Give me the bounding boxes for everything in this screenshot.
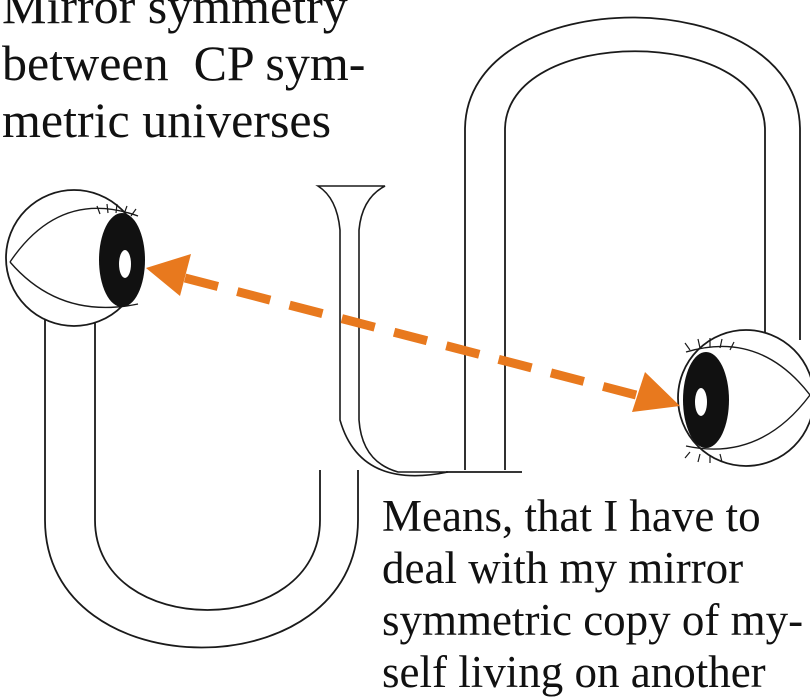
u-tube-inner: [94, 305, 321, 611]
mirror-arrow: [146, 254, 680, 412]
left-eye-icon: [5, 189, 145, 327]
inverted-u-tube-outer: [464, 16, 801, 470]
diagram-drawing: [5, 16, 810, 649]
arrowhead-right: [632, 372, 680, 412]
caption-line-2: deal with my mirror: [382, 543, 744, 593]
title-line-2: between CP sym-: [2, 35, 366, 91]
title-line-1: Mirror symmetry: [2, 0, 348, 34]
arrowhead-left: [146, 254, 191, 296]
caption-line-1: Means, that I have to: [382, 491, 761, 541]
right-eye-icon: [677, 329, 810, 467]
caption-line-3: symmetric copy of my-: [382, 595, 804, 645]
inverted-u-tube-inner: [504, 50, 766, 470]
u-tube-outer: [44, 305, 359, 649]
central-serif-pillar: [315, 185, 449, 477]
title-line-3: metric universes: [2, 92, 332, 148]
caption-line-4: self living on another: [382, 647, 766, 697]
